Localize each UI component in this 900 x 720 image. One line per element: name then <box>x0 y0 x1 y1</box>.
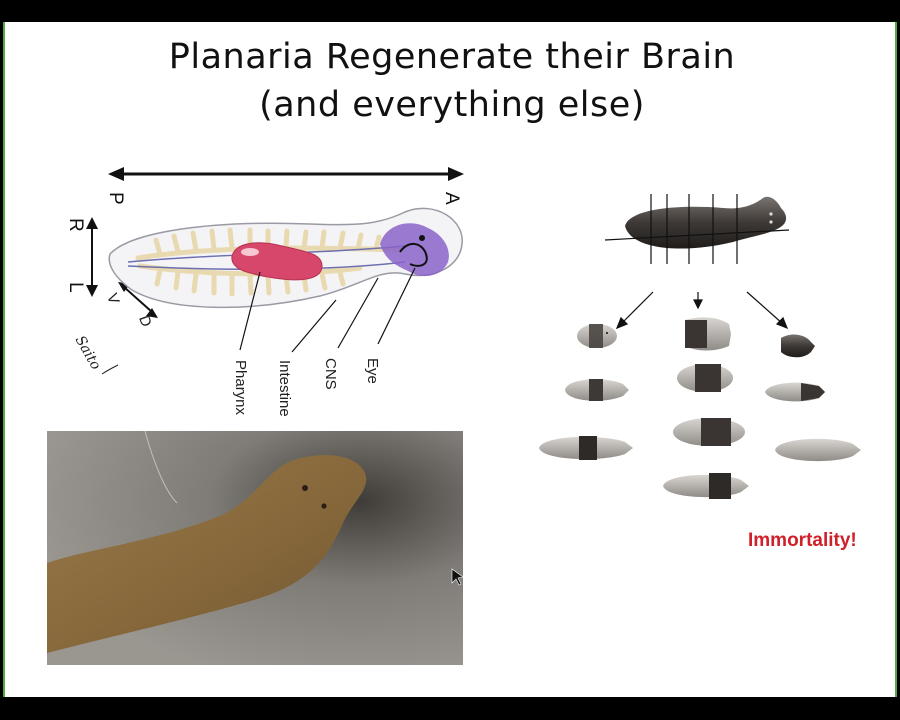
label-cns: CNS <box>322 358 339 390</box>
planaria-anatomy-diagram: P A R L V D <box>65 167 464 417</box>
label-anterior: A <box>441 192 462 205</box>
immortality-callout: Immortality! <box>748 530 857 551</box>
right-left-arrow <box>86 217 98 297</box>
label-ventral: V <box>103 291 122 306</box>
slide: Planaria Regenerate their Brain (and eve… <box>3 22 897 697</box>
eye <box>419 235 425 241</box>
slide-title-line-2: (and everything else) <box>259 85 645 125</box>
planarian-photo <box>47 431 463 665</box>
slide-title-line-1: Planaria Regenerate their Brain <box>168 37 736 77</box>
bottom-bar <box>0 697 900 720</box>
label-dorsal: D <box>135 313 155 329</box>
label-posterior: P <box>105 192 126 205</box>
fragment-arrows <box>615 291 789 330</box>
leader-lines <box>239 267 416 353</box>
regeneration-cut-diagram <box>539 194 861 499</box>
anterior-posterior-arrow <box>108 167 464 181</box>
label-pharynx: Pharynx <box>232 360 249 416</box>
regenerated-fragments <box>539 317 861 499</box>
cut-lines <box>604 194 790 264</box>
mouse-cursor-icon <box>451 568 463 586</box>
artist-signature: Saito <box>72 333 104 373</box>
label-right: R <box>65 218 86 232</box>
label-eye: Eye <box>364 358 381 384</box>
whole-planarian <box>625 196 787 249</box>
label-intestine: Intestine <box>276 360 293 417</box>
brain-cns <box>380 223 449 277</box>
label-left: L <box>65 282 86 293</box>
